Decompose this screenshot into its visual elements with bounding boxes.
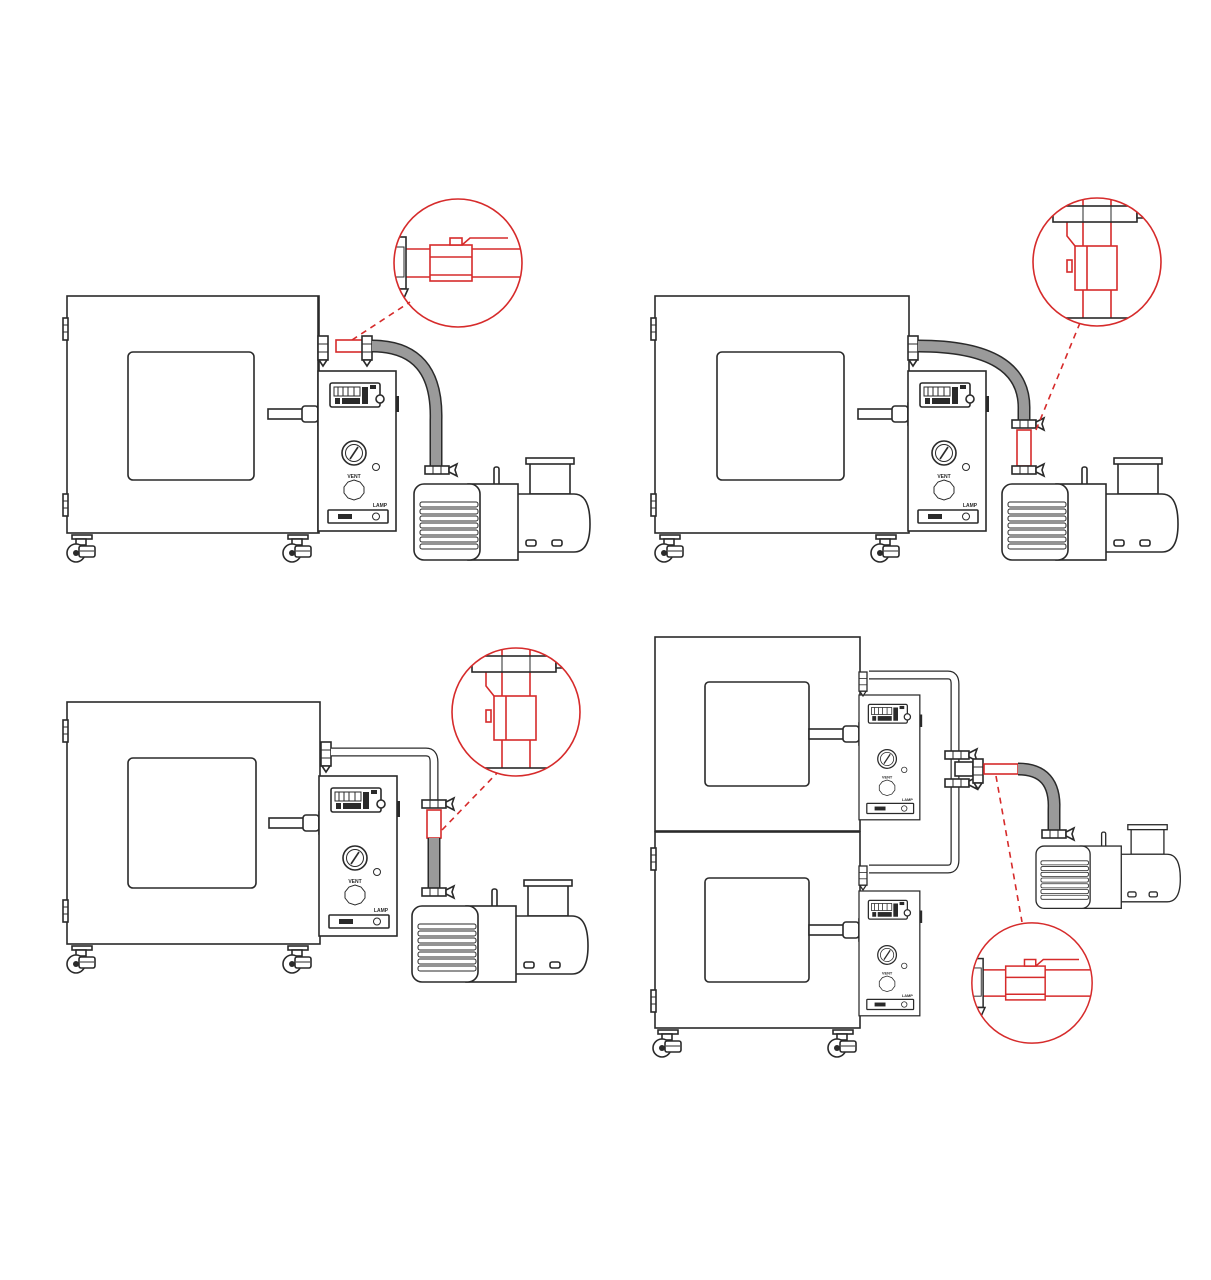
lower-oven-body (650, 831, 870, 1058)
callout-leader (995, 775, 1023, 923)
oven-body (650, 295, 919, 563)
upper-oven-body (654, 636, 870, 832)
oven-body (62, 295, 329, 563)
config-bottom-left (62, 632, 589, 983)
callout-leader (441, 769, 501, 831)
ball-valve-highlight (983, 763, 1019, 775)
upper-control-panel (858, 694, 923, 821)
config-top-left (62, 199, 591, 563)
control-panel (318, 775, 401, 937)
ball-valve-highlight (1016, 429, 1032, 467)
callout-leader (1035, 317, 1083, 431)
ball-valve-highlight (335, 339, 365, 353)
callout-leader (351, 301, 411, 341)
magnified-valve-callout (452, 632, 580, 792)
lower-control-panel (858, 890, 923, 1017)
vacuum-hose (371, 341, 442, 466)
control-panel (317, 370, 400, 532)
magnified-valve-callout (957, 923, 1107, 1043)
config-top-right (650, 182, 1179, 563)
config-bottom-right (650, 636, 1181, 1058)
vacuum-hose (1017, 764, 1060, 830)
vacuum-hose (917, 341, 1030, 420)
magnified-valve-callout (1033, 182, 1161, 342)
ball-valve-highlight (426, 809, 442, 839)
control-panel (907, 370, 990, 532)
rigid-pipe (331, 748, 438, 800)
oven-body (62, 701, 330, 974)
